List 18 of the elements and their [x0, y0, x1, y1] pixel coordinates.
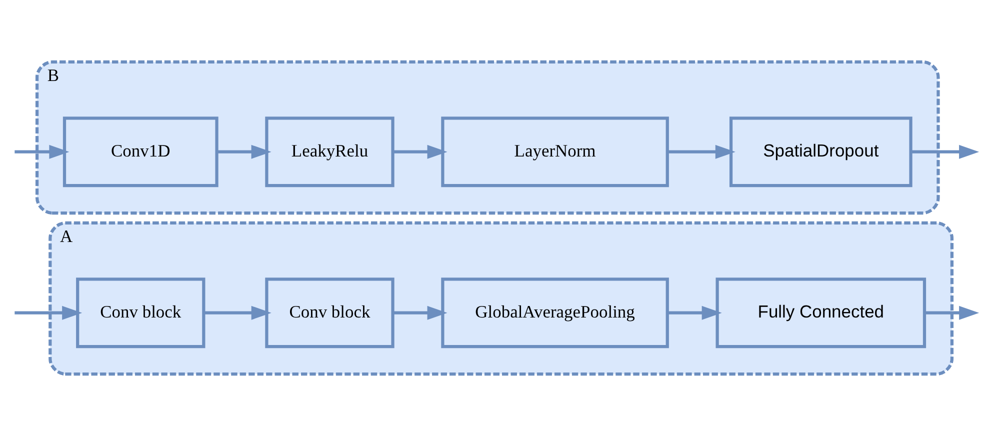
arrow	[393, 306, 448, 320]
node-box: Conv1D	[62, 116, 218, 188]
node-box: Conv block	[76, 278, 206, 348]
node-box: LeakyRelu	[265, 116, 394, 188]
arrow	[204, 306, 272, 320]
arrow	[14, 306, 82, 320]
node-box: GlobalAveragePooling	[441, 278, 669, 348]
arrow	[668, 144, 736, 159]
arrow	[14, 144, 70, 159]
arrow	[911, 144, 980, 159]
arrow	[217, 144, 272, 159]
arrow	[668, 306, 722, 320]
node-box: SpatialDropout	[729, 116, 912, 188]
node-box: Conv block	[265, 278, 394, 348]
node-box: LayerNorm	[441, 116, 669, 188]
arrow	[924, 306, 980, 320]
node-box: Fully Connected	[716, 278, 926, 348]
arrow	[393, 144, 448, 159]
